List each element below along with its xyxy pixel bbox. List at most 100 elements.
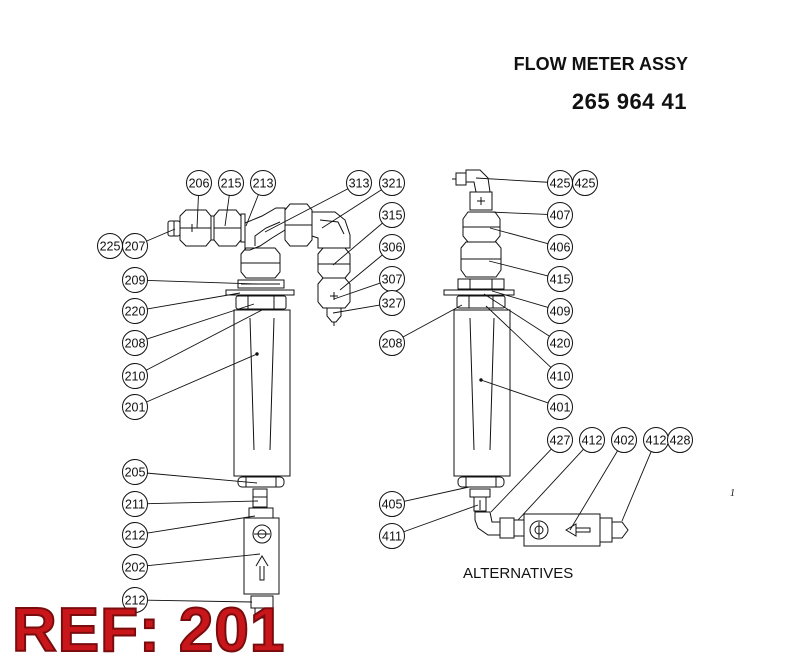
callout-c415: 415 [488,260,573,292]
callout-c427: 427 [490,427,573,513]
callout-c407: 407 [488,202,573,228]
alternatives-label: ALTERNATIVES [463,565,574,582]
callout-balloon [547,202,573,228]
leader-line [147,599,253,603]
leader-line [491,290,549,308]
callout-c425b: 425 [572,170,598,196]
callout-number: 411 [382,530,402,544]
callout-number: 215 [221,177,242,191]
callout-c411: 411 [379,504,479,549]
leader-line [147,472,258,484]
leader-line [147,553,261,567]
callout-number: 210 [125,370,146,384]
callout-c306: 306 [339,234,405,291]
sheet-number: 1 [730,488,735,499]
callout-c211: 211 [122,491,259,517]
callout-c212a: 212 [122,515,256,548]
callout-balloon [572,170,598,196]
callout-balloon [379,330,405,356]
callout-balloon [122,233,148,259]
callout-number: 206 [189,177,210,191]
callout-balloon [122,363,148,389]
callout-c213: 213 [245,170,276,227]
callout-c410: 410 [485,305,573,389]
callout-balloon [122,522,148,548]
leader-line [403,504,479,533]
callout-c209: 209 [122,267,259,293]
callout-c210: 210 [122,309,263,389]
callout-c412a: 412 [517,427,605,521]
leader-line [147,500,259,505]
leader-line [145,309,263,371]
leader-line [146,228,176,242]
leader-line [196,195,199,229]
callout-number: 201 [125,401,146,415]
callout-c208: 208 [122,303,255,356]
callout-number: 202 [125,561,146,575]
leader-line [339,254,383,291]
callout-balloon [122,554,148,580]
callout-balloon [122,491,148,517]
callout-balloon [547,298,573,324]
callout-balloon [667,427,693,453]
callout-balloon [611,427,637,453]
callout-balloon [186,170,212,196]
callout-number: 205 [125,466,146,480]
callout-c321: 321 [321,170,405,229]
callout-number: 412 [582,434,603,448]
leader-line [621,451,652,522]
callout-number: 208 [125,337,146,351]
callout-balloon [379,234,405,260]
leader-line [321,189,382,229]
callout-c208r: 208 [379,304,463,356]
callout-number: 415 [550,273,571,287]
callout-balloon [122,267,148,293]
callout-balloon [218,170,244,196]
leader-line [483,293,550,337]
callout-balloon [547,234,573,260]
callout-number: 315 [382,209,403,223]
leader-line [485,305,552,368]
callout-number: 321 [382,177,403,191]
callout-number: 405 [382,498,403,512]
callout-c206: 206 [186,170,212,229]
leader-line [480,379,549,404]
callout-number: 401 [550,401,571,415]
leader-line [404,486,470,502]
leader-line [146,303,255,340]
callout-number: 402 [614,434,635,448]
callout-number: 327 [382,297,403,311]
leader-line [147,515,256,534]
callout-balloon [579,427,605,453]
callout-c405: 405 [379,486,470,517]
leader-line [517,448,584,521]
callout-balloon [250,170,276,196]
leader-line [490,448,552,513]
leader-line [475,177,548,183]
callout-number: 313 [349,177,370,191]
callout-c425a: 425 [475,170,573,196]
callout-balloon [379,491,405,517]
leader-line [224,195,230,227]
callout-c412b: 412 [621,427,669,522]
leader-line [332,304,380,314]
leader-line [402,304,463,338]
callout-number: 420 [550,337,571,351]
callout-number: 406 [550,241,571,255]
callout-c225: 225 [97,233,123,259]
callout-balloon [547,427,573,453]
part-number: 265 964 41 [571,89,687,114]
callout-c215: 215 [218,170,244,227]
callout-c220: 220 [122,292,241,324]
callout-balloon [379,170,405,196]
callout-c315: 315 [332,202,405,266]
callout-number: 410 [550,370,571,384]
ref-overlay: REF: 201 [11,595,286,666]
leader-line [264,188,349,233]
callout-balloon [346,170,372,196]
leader-line [488,260,548,277]
callout-number: 412 [646,434,667,448]
callout-balloon [379,523,405,549]
callout-c401: 401 [480,379,573,420]
